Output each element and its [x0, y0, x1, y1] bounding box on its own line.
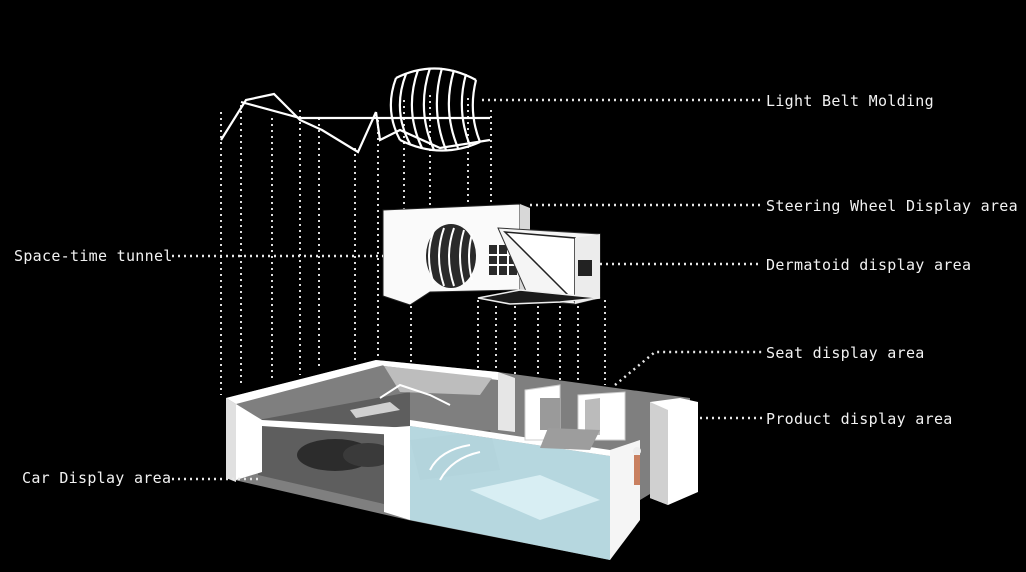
- ground-floor-building: [226, 360, 698, 560]
- label-car-display-area: Car Display area: [22, 469, 172, 487]
- leader-lines: [172, 98, 762, 481]
- label-dermatoid-display-area: Dermatoid display area: [766, 256, 972, 274]
- label-light-belt-molding: Light Belt Molding: [766, 92, 934, 110]
- label-seat-display-area: Seat display area: [766, 344, 925, 362]
- label-steering-wheel-display-area: Steering Wheel Display area: [766, 197, 1018, 215]
- label-space-time-tunnel: Space-time tunnel: [14, 247, 173, 265]
- middle-module: [382, 203, 601, 306]
- light-belt-molding: [220, 67, 491, 154]
- label-product-display-area: Product display area: [766, 410, 953, 428]
